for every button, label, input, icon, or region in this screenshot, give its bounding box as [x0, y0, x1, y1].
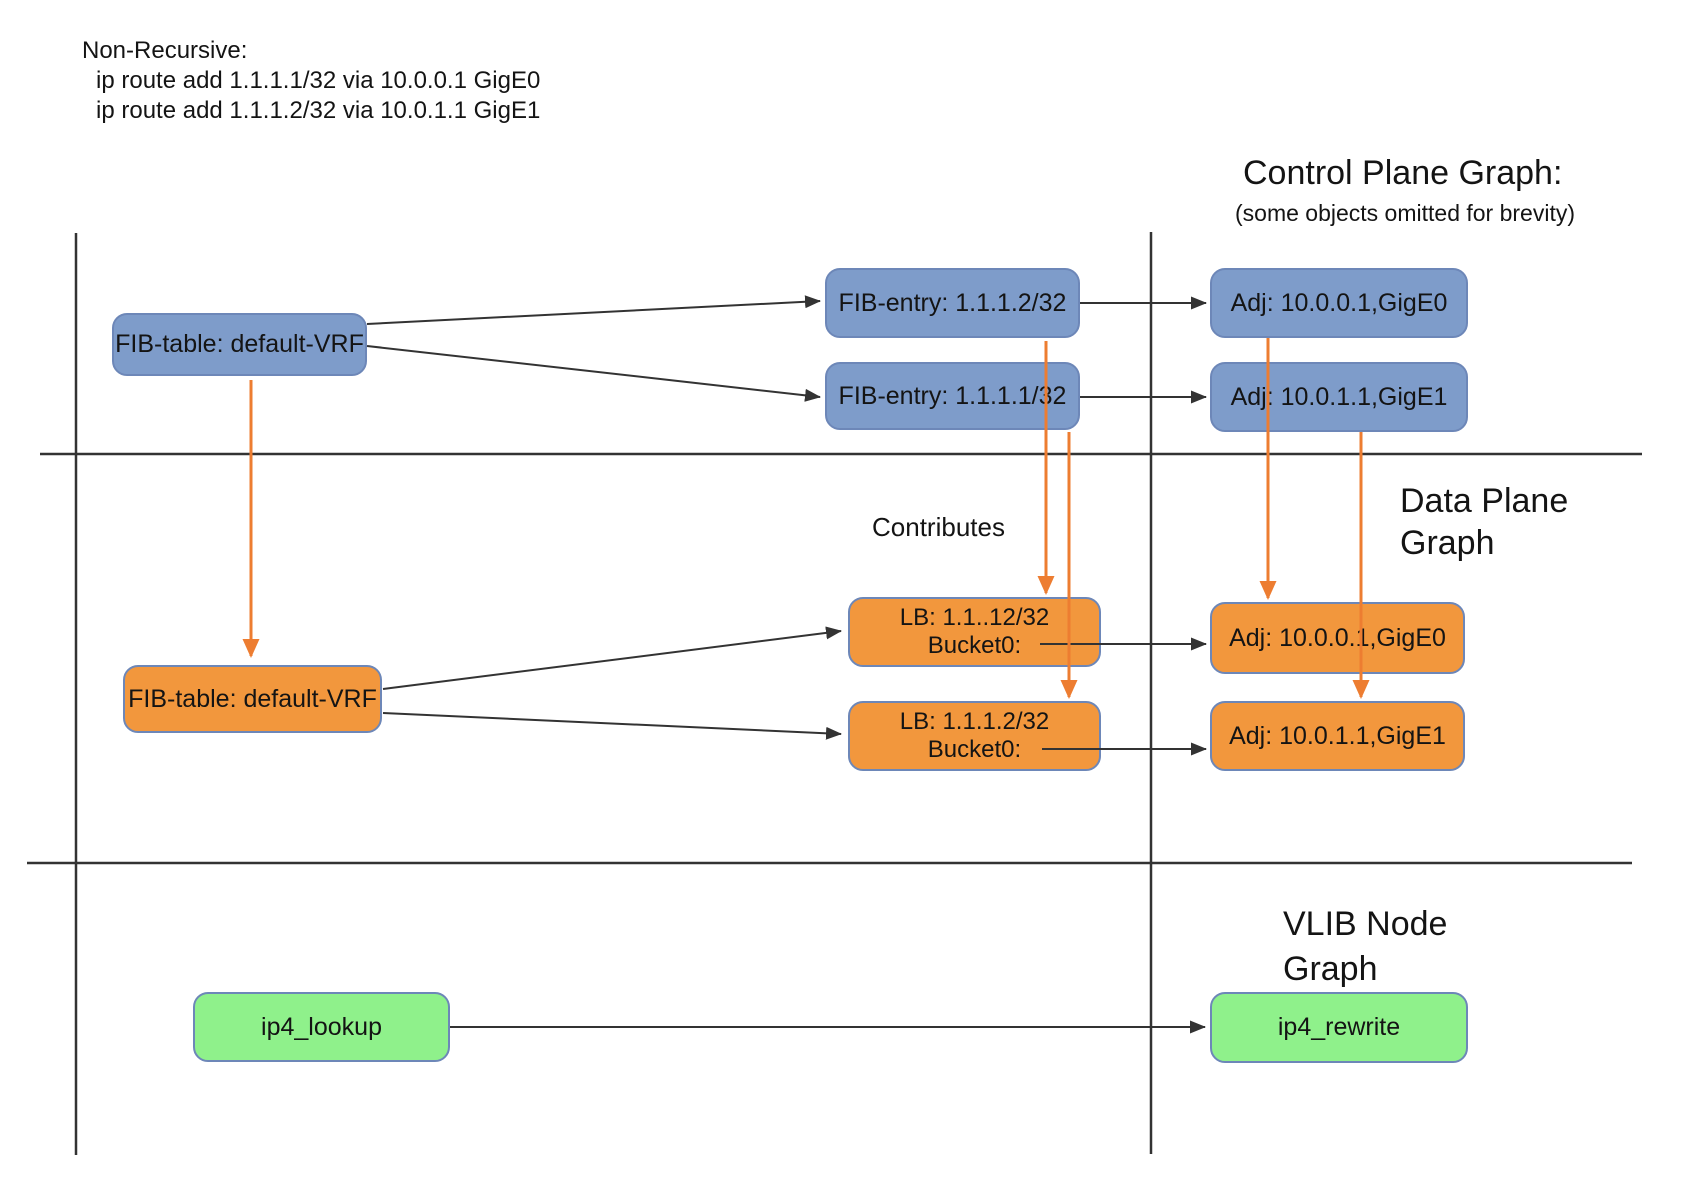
node-dp-fib-table: FIB-table: default-VRF [123, 665, 382, 733]
control-plane-title: Control Plane Graph: [1243, 154, 1563, 192]
route-command-2: ip route add 1.1.1.2/32 via 10.0.1.1 Gig… [96, 97, 541, 124]
arrow-dpfib-to-lb1 [382, 626, 842, 690]
node-cp-adj-gige1: Adj: 10.0.1.1,GigE1 [1210, 362, 1468, 432]
node-label-line2: Bucket0: [927, 632, 1022, 659]
route-annotation: Non-Recursive: ip route add 1.1.1.1/32 v… [82, 36, 540, 126]
arrow-cpfib-to-entry1 [366, 345, 821, 402]
arrow-cpfib-to-entry2 [366, 295, 821, 325]
node-dp-adj-gige0: Adj: 10.0.0.1,GigE0 [1210, 602, 1465, 674]
vlib-node-graph-title: VLIB Node Graph [1283, 905, 1448, 988]
node-dp-lb-1: LB: 1.1..12/32 Bucket0: [848, 597, 1101, 667]
node-label: FIB-table: default-VRF [115, 330, 364, 359]
node-cp-adj-gige0: Adj: 10.0.0.1,GigE0 [1210, 268, 1468, 338]
node-label: FIB-entry: 1.1.1.2/32 [838, 288, 1067, 317]
node-label: Adj: 10.0.1.1,GigE1 [1229, 721, 1446, 750]
route-command-1: ip route add 1.1.1.1/32 via 10.0.0.1 Gig… [96, 67, 541, 94]
node-label-line2: Bucket0: [927, 736, 1022, 763]
node-dp-adj-gige1: Adj: 10.0.1.1,GigE1 [1210, 701, 1465, 771]
node-vlib-ip4-rewrite: ip4_rewrite [1210, 992, 1468, 1063]
node-dp-lb-2: LB: 1.1.1.2/32 Bucket0: [848, 701, 1101, 771]
node-vlib-ip4-lookup: ip4_lookup [193, 992, 450, 1062]
node-label: ip4_rewrite [1277, 1013, 1401, 1042]
arrow-dpfib-to-lb2 [382, 712, 842, 740]
node-label-line1: LB: 1.1.1.2/32 [899, 708, 1050, 736]
node-cp-fib-entry-1112: FIB-entry: 1.1.1.2/32 [825, 268, 1080, 338]
node-cp-fib-entry-1111: FIB-entry: 1.1.1.1/32 [825, 362, 1080, 430]
node-label: ip4_lookup [261, 1012, 382, 1041]
node-label: Adj: 10.0.0.1,GigE0 [1230, 288, 1448, 317]
node-label: Adj: 10.0.1.1,GigE1 [1230, 382, 1448, 411]
data-plane-title: Data Plane Graph [1400, 482, 1569, 562]
node-label: Adj: 10.0.0.1,GigE0 [1229, 623, 1446, 652]
node-label-line1: LB: 1.1..12/32 [899, 604, 1050, 632]
control-plane-subtitle: (some objects omitted for brevity) [1235, 200, 1576, 226]
annotation-title: Non-Recursive: [82, 37, 248, 64]
node-label: FIB-entry: 1.1.1.1/32 [838, 381, 1067, 410]
contributes-label: Contributes [872, 512, 1005, 542]
node-cp-fib-table: FIB-table: default-VRF [112, 313, 367, 376]
contributes-arrows [242, 338, 1370, 699]
node-label: FIB-table: default-VRF [128, 684, 377, 713]
